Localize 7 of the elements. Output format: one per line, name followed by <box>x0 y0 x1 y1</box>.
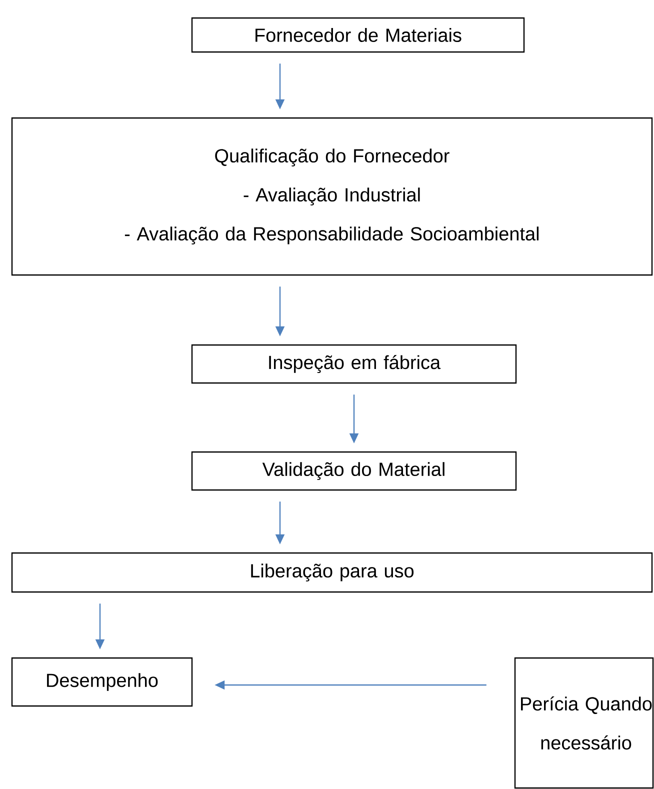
process-box: Validação do Material <box>191 451 517 491</box>
process-box: Desempenho <box>11 657 193 707</box>
process-box: Liberação para uso <box>11 552 653 593</box>
process-box: Inspeção em fábrica <box>191 344 517 384</box>
process-box: Perícia Quando necessário <box>514 657 654 789</box>
process-box: Fornecedor de Materiais <box>191 17 525 53</box>
process-box: Qualificação do Fornecedor - Avaliação Industrial - Avaliação da Responsabilidade Socioambiental <box>11 117 653 276</box>
